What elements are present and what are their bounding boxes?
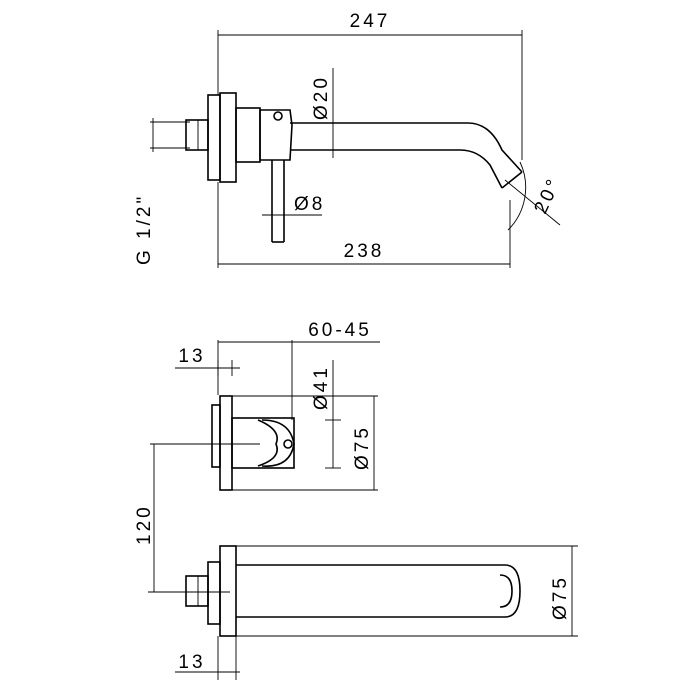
dimension-238: 238 — [344, 241, 385, 262]
dimension-diameter-20: Ø20 — [311, 75, 332, 120]
thread-label: G 1/2" — [134, 194, 155, 265]
dimension-angle-20: 20° — [530, 174, 565, 217]
front-view: 60-45 13 Ø41 Ø75 — [150, 320, 380, 491]
side-elevation-view: 247 G 1/2" Ø20 Ø8 20° — [134, 11, 565, 268]
dimension-60-45: 60-45 — [308, 320, 372, 341]
dimension-120: 120 — [134, 504, 155, 545]
dimension-13-bottom: 13 — [178, 652, 205, 673]
dimension-diameter-75-mid: Ø75 — [352, 425, 373, 470]
height-dimension: 120 — [134, 444, 230, 593]
dimension-13-mid: 13 — [178, 346, 205, 367]
dimension-diameter-8: Ø8 — [294, 194, 325, 215]
dimension-diameter-41: Ø41 — [311, 365, 332, 410]
dimension-diameter-75-bottom: Ø75 — [550, 575, 571, 620]
dimension-247: 247 — [350, 11, 391, 32]
plan-view: Ø75 13 — [175, 545, 578, 680]
